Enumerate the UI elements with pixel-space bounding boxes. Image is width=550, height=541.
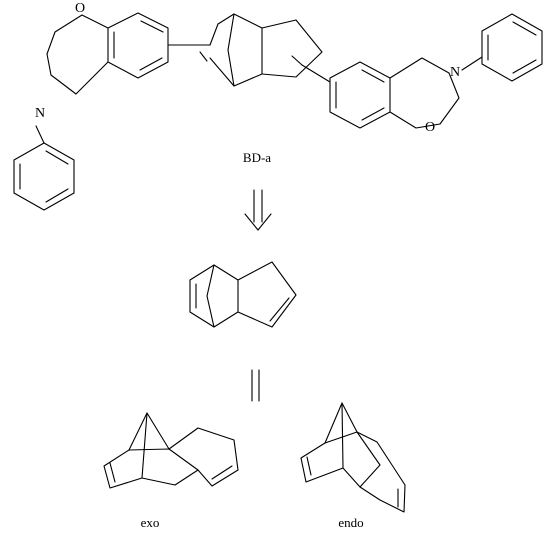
left-phenyl-ring: [13, 142, 75, 211]
exo-bridge-mid: [141, 412, 148, 479]
exo-alkene-right: [211, 465, 233, 480]
core-left-attachment: [199, 51, 208, 62]
right-phenyl-double-bond-1: [512, 21, 537, 36]
left-oxazine-nitrogen: N: [35, 106, 45, 121]
right-benzo-double-bond-1: [361, 69, 385, 83]
left-phenyl-double-bond-2: [45, 188, 69, 203]
dcpd-bridge-a: [206, 264, 215, 297]
left-n-phenyl-bond: [35, 125, 45, 144]
right-n-phenyl-bond: [461, 56, 483, 71]
left-benzo-double-bond-1: [140, 20, 164, 33]
endo-bridge-right: [341, 402, 358, 433]
exo-bridge-right: [146, 412, 170, 450]
retrosynthesis-arrow: [244, 189, 272, 231]
dcpd-bridge-b: [206, 295, 215, 328]
exo-bridge-left: [128, 412, 148, 451]
left-oxazine-oxygen: O: [75, 1, 85, 16]
endo-alkene: [306, 456, 312, 476]
right-phenyl-ring: [481, 13, 543, 82]
core-bond-bottom: [233, 73, 263, 87]
left-benzoxazine-unit: [13, 12, 211, 211]
core-bond-top-left: [217, 13, 235, 25]
core-right-link-bond: [301, 64, 331, 83]
dcpd-alkene-right: [269, 297, 290, 322]
retro-arrow-head-right: [257, 213, 272, 231]
right-phenyl-double-bond-2: [512, 59, 537, 74]
endo-bridge-mid: [341, 402, 344, 469]
left-benzo-double-bond-2: [139, 57, 163, 71]
core-right-attachment: [291, 55, 303, 66]
retro-arrow-head-left: [244, 213, 259, 231]
core-bond-bridge-a: [227, 13, 235, 51]
left-phenyl-double-bond-1: [45, 150, 69, 165]
core-cyclopentane: [261, 19, 323, 78]
dcpd-outer-ring: [189, 264, 239, 328]
exo-cyclopentene: [168, 427, 239, 487]
dcpd-cyclopentene: [237, 261, 297, 328]
exo-six-ring: [103, 448, 199, 489]
core-bond-top: [233, 13, 263, 29]
exo-label: exo: [141, 515, 160, 530]
endo-cyclopentene: [356, 431, 406, 513]
endo-bridge-left: [324, 402, 343, 444]
left-oxazine-ring: [46, 14, 109, 95]
dicyclopentadiene-structure: [189, 261, 297, 328]
exo-alkene: [109, 462, 116, 483]
exo-dicyclopentadiene: [103, 412, 239, 489]
bd-a-tricyclic-core: [199, 13, 331, 87]
right-oxazine-nitrogen: N: [450, 65, 460, 80]
core-bond-left: [209, 23, 219, 46]
equivalence-sign: [251, 369, 260, 402]
right-benzo-double-bond-2: [361, 107, 385, 121]
right-oxazine-ring: [389, 57, 460, 129]
right-benzo-ring: [329, 61, 391, 129]
endo-label: endo: [338, 515, 363, 530]
endo-dicyclopentadiene: [300, 402, 406, 513]
right-oxazine-oxygen: O: [425, 120, 435, 135]
core-bond-lower-left: [209, 57, 235, 87]
left-benzo-ring: [107, 12, 169, 79]
endo-six-ring: [300, 431, 381, 488]
core-bond-bridge-b: [227, 49, 235, 87]
bd-a-label: BD-a: [243, 150, 271, 165]
right-benzoxazine-unit: [329, 13, 543, 129]
